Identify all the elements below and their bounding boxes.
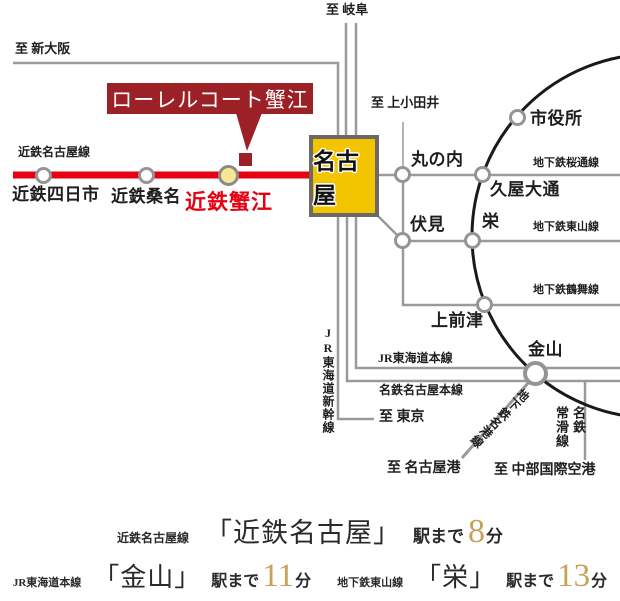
station-label-sakae: 栄: [482, 212, 500, 231]
jr-shinkansen-label: JR東海道新幹線: [321, 326, 335, 434]
property-badge: ローレルコート蟹江: [107, 83, 313, 114]
property-marker: [239, 153, 252, 166]
nagoya-station-box: 名古屋: [309, 135, 379, 217]
property-badge-label: ローレルコート蟹江: [111, 87, 309, 112]
station-dot-fushimi: [394, 232, 411, 249]
station-label-fushimi: 伏見: [410, 215, 445, 234]
station-dot-hisaya-odori: [474, 166, 491, 183]
tsurumai-line-label: 地下鉄鶴舞線: [533, 284, 599, 296]
meiko-line: [460, 373, 538, 459]
higashiyama-line-label: 地下鉄東山線: [533, 221, 599, 233]
sakura-dori-line-label: 地下鉄桜通線: [533, 157, 599, 169]
access-minutes-unit: 分: [591, 573, 608, 590]
station-dot-kuwana: [138, 167, 155, 184]
station-label-kanie: 近鉄蟹江: [185, 190, 273, 214]
station-dot-kanie: [218, 165, 239, 186]
access-prefix: 駅まで: [506, 573, 555, 590]
station-dot-kamimaezu: [476, 296, 493, 313]
terminal-chubu-airport: 至 中部国際空港: [494, 463, 596, 478]
station-label-hisaya-odori: 久屋大通: [490, 180, 560, 199]
access-group-kanayama: JR東海道本線 「金山」 駅まで 11 分: [13, 557, 311, 594]
access-prefix: 駅まで: [211, 573, 260, 590]
access-row-kintetsu-nagoya: 近鉄名古屋線 「近鉄名古屋」 駅まで 8 分: [0, 511, 620, 550]
station-label-kamimaezu: 上前津: [431, 311, 484, 330]
terminal-kamiotai: 至 上小田井: [371, 95, 440, 110]
tsurumai-line: [401, 175, 620, 307]
station-dot-shiyakusho: [509, 109, 526, 126]
terminal-nagoyako: 至 名古屋港: [387, 461, 461, 476]
access-line-name: 近鉄名古屋線: [116, 531, 189, 545]
access-minutes: 11: [262, 558, 295, 594]
station-label-shiyakusho: 市役所: [530, 109, 583, 128]
terminal-gifu: 至 岐阜: [326, 2, 369, 17]
shinkansen-to-shinosaka-line: [13, 61, 340, 135]
station-dot-kanayama: [523, 361, 548, 386]
access-minutes: 8: [468, 513, 485, 550]
kintetsu-nagoya-line-label: 近鉄名古屋線: [18, 145, 91, 159]
meitetsu-nagoya-honsen-label: 名鉄名古屋本線: [379, 383, 464, 397]
jr-tokaido-honsen-label: JR東海道本線: [378, 351, 453, 365]
access-row-kanayama-sakae: JR東海道本線 「金山」 駅まで 11 分 地下鉄東山線 「栄」 駅まで 13 …: [0, 557, 620, 594]
station-label-kuwana: 近鉄桑名: [111, 187, 181, 206]
meitetsu-label: 名鉄: [570, 406, 586, 434]
access-minutes-unit: 分: [486, 527, 503, 546]
station-dot-marunouchi: [394, 166, 411, 183]
station-label-yokkaichi: 近鉄四日市: [12, 185, 100, 204]
access-minutes-unit: 分: [295, 573, 312, 590]
access-station-name: 「栄」: [415, 563, 497, 592]
access-group-sakae: 地下鉄東山線 「栄」 駅まで 13 分: [337, 557, 607, 594]
badge-pointer: [236, 113, 262, 151]
access-station-name: 「近鉄名古屋」: [205, 518, 401, 548]
access-prefix: 駅まで: [413, 527, 464, 546]
access-station-name: 「金山」: [93, 563, 202, 592]
terminal-tokyo: 至 東京: [379, 410, 425, 425]
access-line-name: JR東海道本線: [12, 577, 82, 589]
access-line-name: 地下鉄東山線: [337, 577, 404, 589]
access-minutes: 13: [557, 558, 591, 594]
shinkansen-to-tokyo-line: [336, 216, 374, 421]
station-dot-yokkaichi: [35, 167, 52, 184]
terminal-shin-osaka: 至 新大阪: [15, 41, 71, 56]
station-label-kanayama: 金山: [528, 340, 563, 359]
station-label-marunouchi: 丸の内: [411, 150, 464, 169]
station-dot-sakae: [464, 232, 481, 249]
nagoya-station-label: 名古屋: [313, 149, 359, 208]
tokoname-line-label: 常滑線: [553, 406, 569, 448]
